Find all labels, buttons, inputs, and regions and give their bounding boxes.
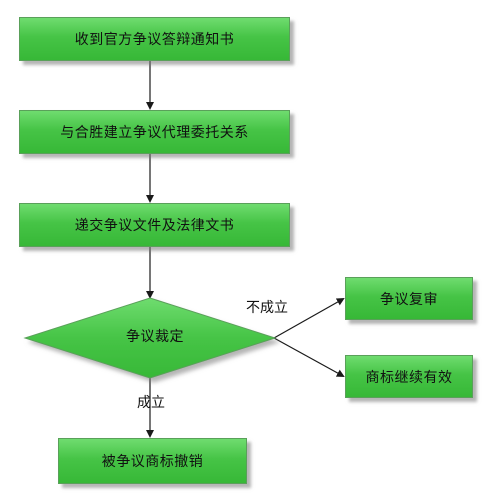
- step-agency-label: 与合胜建立争议代理委托关系: [60, 125, 249, 141]
- not-established-label: 不成立: [246, 300, 288, 316]
- step-review: 争议复审: [345, 277, 473, 320]
- ruling-diamond: [23, 297, 277, 379]
- ruling-label: 争议裁定: [126, 329, 184, 345]
- arrow-ruling-to-review: [273, 298, 345, 339]
- step-receive-notice: 收到官方争议答辩通知书: [19, 17, 290, 61]
- established-label: 成立: [137, 395, 165, 411]
- step-revoked-label: 被争议商标撤销: [101, 454, 204, 470]
- step-agency: 与合胜建立争议代理委托关系: [19, 110, 290, 154]
- step-receive-notice-label: 收到官方争议答辩通知书: [74, 32, 235, 48]
- step-valid: 商标继续有效: [345, 355, 473, 398]
- step-submit: 递交争议文件及法律文书: [19, 203, 290, 247]
- step-review-label: 争议复审: [380, 291, 438, 308]
- step-submit-label: 递交争议文件及法律文书: [74, 218, 235, 234]
- step-valid-label: 商标继续有效: [365, 369, 453, 386]
- arrow-ruling-to-valid: [273, 337, 345, 377]
- step-revoked: 被争议商标撤销: [58, 438, 247, 484]
